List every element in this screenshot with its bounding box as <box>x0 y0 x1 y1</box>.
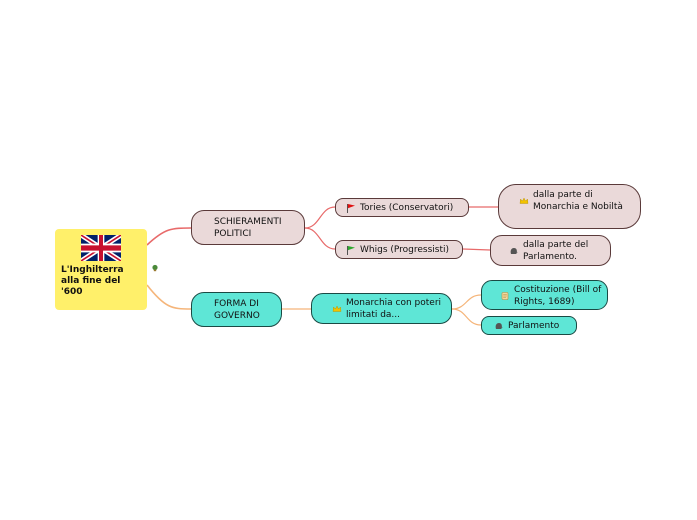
topic-label: SCHIERAMENTI POLITICI <box>214 217 282 239</box>
topic-label: Tories (Conservatori) <box>360 203 454 213</box>
topic-label: Parlamento <box>508 321 560 331</box>
topic-label: Monarchia con poteri limitati da... <box>346 298 442 320</box>
topic-label: Whigs (Progressisti) <box>360 245 450 255</box>
link-schieramenti-whigs <box>304 227 336 250</box>
topic-label: Costituzione (Bill of Rights, 1689) <box>514 285 602 307</box>
topic-forma-di-governo[interactable]: FORMA DI GOVERNO <box>191 292 282 327</box>
topic-label: FORMA DI GOVERNO <box>214 299 260 321</box>
collapse-marker-icon[interactable] <box>151 264 159 272</box>
topic-parlamento[interactable]: Parlamento <box>481 316 577 335</box>
topic-tories[interactable]: Tories (Conservatori) <box>335 198 469 217</box>
topic-whigs-detail[interactable]: dalla parte del Parlamento. <box>490 235 611 266</box>
link-monarchia-costituzione <box>451 294 482 310</box>
link-monarchia-parlamento <box>451 308 482 326</box>
green-flag-icon <box>347 246 355 255</box>
root-topic[interactable]: L'Inghilterra alla fine del '600 <box>55 229 147 310</box>
link-schieramenti-tories <box>304 206 336 229</box>
crown-icon <box>519 196 529 206</box>
root-label: L'Inghilterra alla fine del '600 <box>61 265 124 297</box>
speaking-head-icon <box>494 321 504 331</box>
link-whigs-child <box>462 248 491 251</box>
topic-tories-detail[interactable]: dalla parte di Monarchia e Nobiltà <box>498 184 641 229</box>
speaking-head-icon <box>509 246 519 256</box>
link-root-forma <box>146 284 192 310</box>
topic-label: dalla parte del Parlamento. <box>523 240 589 262</box>
topic-schieramenti-politici[interactable]: SCHIERAMENTI POLITICI <box>191 210 305 245</box>
topic-whigs[interactable]: Whigs (Progressisti) <box>335 240 463 259</box>
crown-icon <box>332 304 342 314</box>
topic-monarchia[interactable]: Monarchia con poteri limitati da... <box>311 293 452 324</box>
topic-label: dalla parte di Monarchia e Nobiltà <box>533 190 623 212</box>
link-root-schieramenti <box>146 227 192 246</box>
topic-costituzione[interactable]: Costituzione (Bill of Rights, 1689) <box>481 280 608 310</box>
red-flag-icon <box>347 204 355 213</box>
uk-flag-icon <box>81 235 121 261</box>
scroll-icon <box>500 291 510 301</box>
